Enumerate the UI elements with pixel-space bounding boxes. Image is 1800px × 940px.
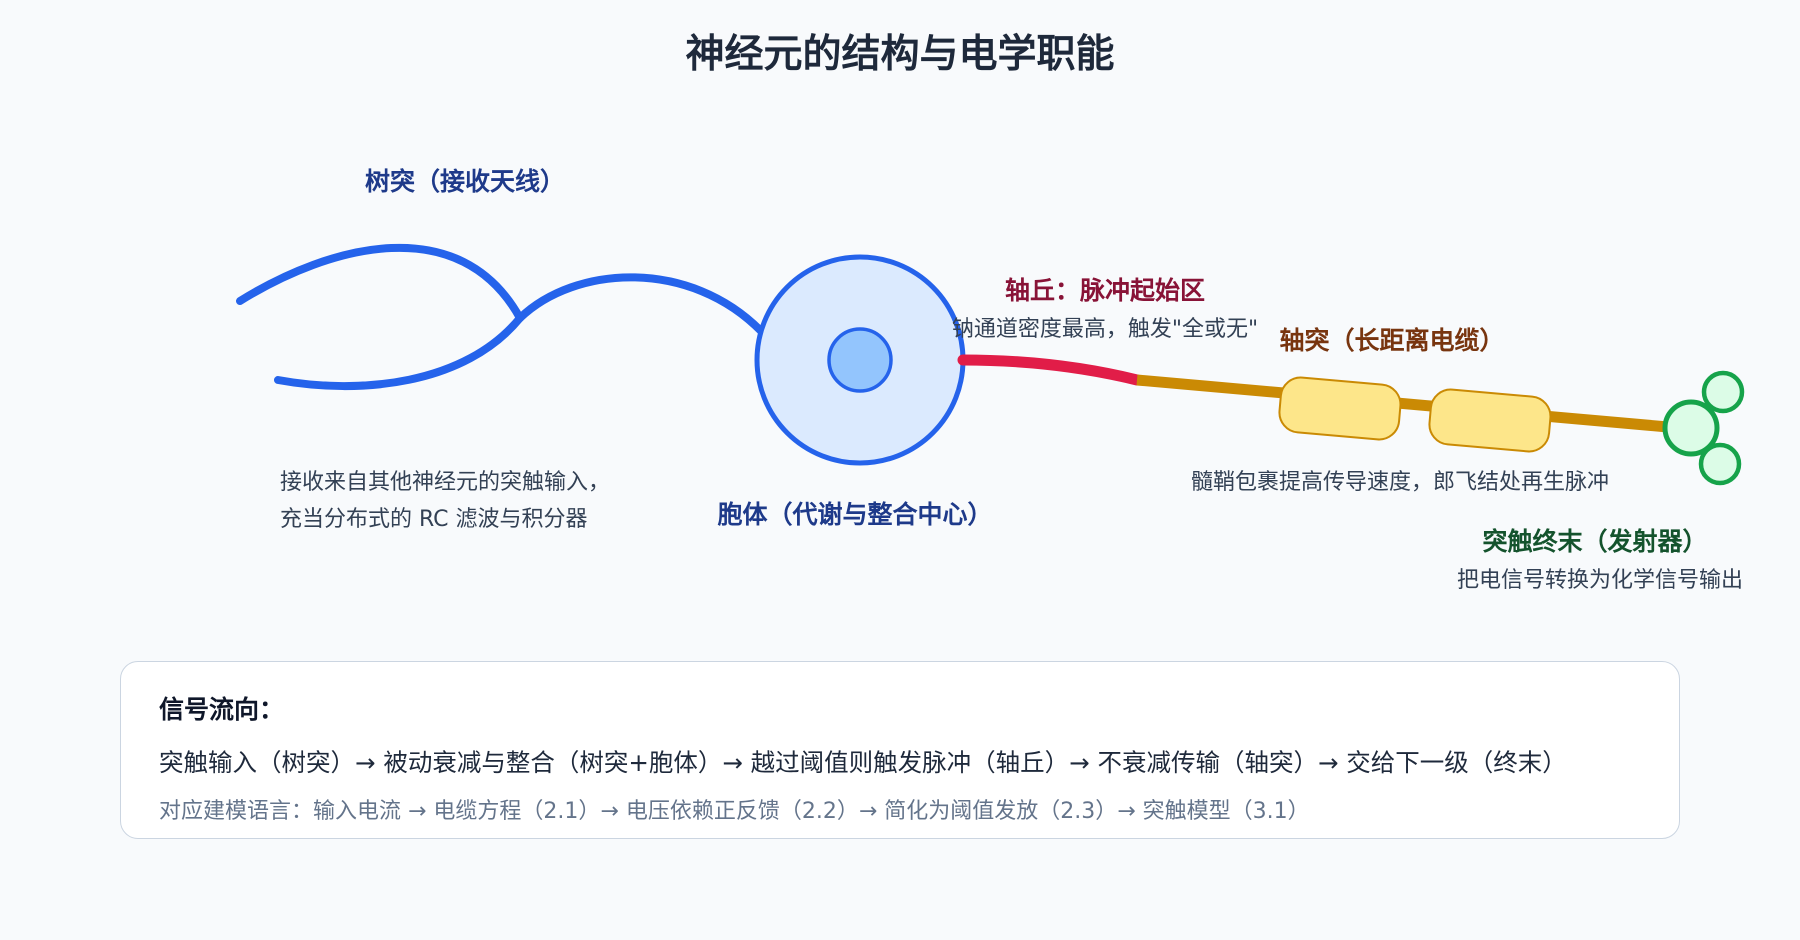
myelin-sheath-1 (1278, 376, 1402, 441)
axon-segment (1136, 374, 1669, 433)
axon-label: 轴突（长距离电缆） (1279, 326, 1504, 355)
dendrite-desc-line-2: 充当分布式的 RC 滤波与积分器 (280, 507, 588, 532)
axon-hillock-segment (957, 354, 1143, 386)
modeling-language-mapping: 对应建模语言：输入电流 → 电缆方程（2.1）→ 电压依赖正反馈（2.2）→ 简… (159, 799, 1310, 824)
axon-hillock-desc: 钠通道密度最高，触发"全或无" (952, 317, 1258, 342)
terminal-label: 突触终末（发射器） (1482, 527, 1707, 556)
diagram-title: 神经元的结构与电学职能 (685, 32, 1114, 77)
signal-flow-heading: 信号流向： (159, 695, 285, 724)
soma-label: 胞体（代谢与整合中心） (717, 500, 992, 529)
synaptic-vesicle-upper (1701, 370, 1745, 414)
axon-desc: 髓鞘包裹提高传导速度，郎飞结处再生脉冲 (1191, 470, 1609, 495)
synaptic-vesicle-lower (1698, 442, 1742, 486)
synaptic-terminal-main (1662, 399, 1720, 457)
terminal-desc: 把电信号转换为化学信号输出 (1457, 568, 1743, 593)
dendrite-branches (236, 243, 766, 391)
soma-nucleus (827, 327, 893, 393)
signal-flow-description: 突触输入（树突）→ 被动衰减与整合（树突+胞体）→ 越过阈值则触发脉冲（轴丘）→… (159, 748, 1567, 777)
dendrite-desc-line-1: 接收来自其他神经元的突触输入， (280, 470, 610, 495)
signal-flow-panel: 信号流向： 突触输入（树突）→ 被动衰减与整合（树突+胞体）→ 越过阈值则触发脉… (120, 661, 1680, 839)
myelin-sheath-2 (1428, 388, 1552, 453)
dendrite-branch-lower (274, 314, 524, 391)
dendrite-label: 树突（接收天线） (365, 167, 565, 196)
axon-hillock-label: 轴丘：脉冲起始区 (1005, 276, 1205, 305)
dendrite-branch-upper (236, 243, 524, 322)
dendrite-trunk (516, 273, 766, 336)
